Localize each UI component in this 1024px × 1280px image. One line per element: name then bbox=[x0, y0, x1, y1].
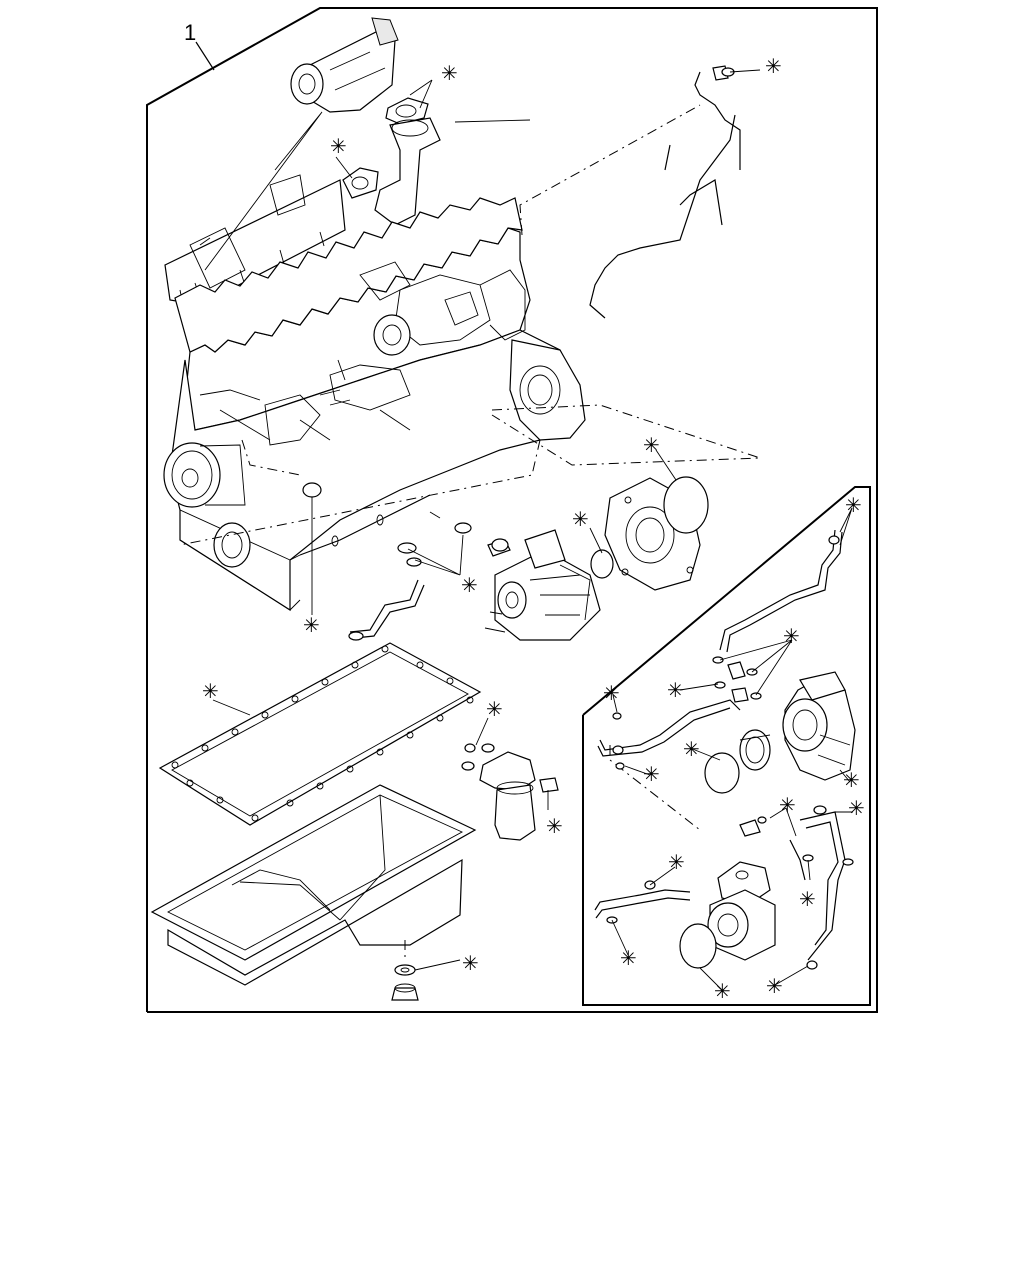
seal-washers bbox=[397, 511, 472, 567]
turbo-inset-frame bbox=[582, 486, 871, 1006]
kit-marker: ✳ bbox=[765, 54, 782, 78]
fuel-return-pipes bbox=[589, 65, 741, 319]
compressor-gasket-ring bbox=[679, 923, 717, 969]
kit-marker: ✳ bbox=[683, 737, 700, 761]
kit-marker: ✳ bbox=[668, 850, 685, 874]
kit-marker: ✳ bbox=[202, 679, 219, 703]
kit-markers: ✳ ✳ ✳ ✳ ✳ ✳ ✳ ✳ ✳ ✳ ✳ ✳ ✳ ✳ ✳ ✳ ✳ ✳ ✳ ✳ … bbox=[202, 54, 865, 1003]
svg-text:1: 1 bbox=[184, 20, 196, 45]
part-callout-1: 1 bbox=[184, 20, 215, 71]
kit-frame bbox=[146, 7, 878, 1013]
turbo-v-band-clamp bbox=[739, 729, 771, 771]
air-compressor bbox=[707, 861, 776, 961]
oil-pan-gasket-holes bbox=[171, 645, 474, 822]
water-pipe-elbow bbox=[374, 117, 441, 226]
kit-marker: ✳ bbox=[330, 134, 347, 158]
turbo-gasket-ring bbox=[704, 752, 740, 794]
compressor-pipes bbox=[594, 805, 854, 970]
o-ring-oil-pipe bbox=[302, 482, 322, 615]
kit-marker: ✳ bbox=[799, 887, 816, 911]
banjo-bolt bbox=[487, 538, 511, 557]
pump-o-ring bbox=[590, 549, 614, 579]
kit-marker: ✳ bbox=[303, 613, 320, 637]
thermostat-housing bbox=[290, 17, 399, 113]
kit-leader-lines bbox=[204, 69, 761, 971]
inset-leader-lines bbox=[611, 507, 853, 991]
crank-pulley bbox=[163, 442, 246, 508]
oil-pan-gasket bbox=[158, 642, 482, 826]
kit-marker: ✳ bbox=[461, 573, 478, 597]
kit-marker: ✳ bbox=[848, 796, 865, 820]
dipstick-tube bbox=[299, 494, 431, 556]
kit-marker: ✳ bbox=[779, 793, 796, 817]
thermostat-gasket bbox=[385, 97, 429, 125]
kit-marker: ✳ bbox=[486, 697, 503, 721]
kit-marker: ✳ bbox=[441, 61, 458, 85]
drain-plug-washer bbox=[391, 964, 419, 1001]
kit-marker: ✳ bbox=[783, 624, 800, 648]
turbocharger bbox=[782, 671, 856, 781]
kit-marker: ✳ bbox=[643, 762, 660, 786]
turbo-oil-feed-pipe bbox=[597, 529, 843, 770]
kit-marker: ✳ bbox=[620, 946, 637, 970]
kit-marker: ✳ bbox=[462, 951, 479, 975]
gear-cover-o-ring bbox=[663, 476, 709, 534]
front-crank-seal bbox=[213, 522, 251, 568]
kit-marker: ✳ bbox=[643, 433, 660, 457]
flywheel-housing bbox=[509, 339, 586, 441]
rocker-cover bbox=[174, 197, 523, 353]
kit-marker: ✳ bbox=[714, 979, 731, 1003]
kit-marker: ✳ bbox=[845, 493, 862, 517]
kit-marker: ✳ bbox=[572, 507, 589, 531]
oil-pan bbox=[150, 784, 477, 986]
kit-marker: ✳ bbox=[546, 814, 563, 838]
kit-marker: ✳ bbox=[603, 681, 620, 705]
fuel-filter bbox=[461, 743, 559, 841]
fuel-injection-pump bbox=[484, 529, 601, 641]
oil-pipe bbox=[348, 579, 425, 641]
kit-marker: ✳ bbox=[766, 974, 783, 998]
kit-marker: ✳ bbox=[843, 768, 860, 792]
outlet-gasket bbox=[342, 167, 379, 199]
kit-marker: ✳ bbox=[667, 678, 684, 702]
assembly-leader-lines bbox=[179, 104, 761, 960]
